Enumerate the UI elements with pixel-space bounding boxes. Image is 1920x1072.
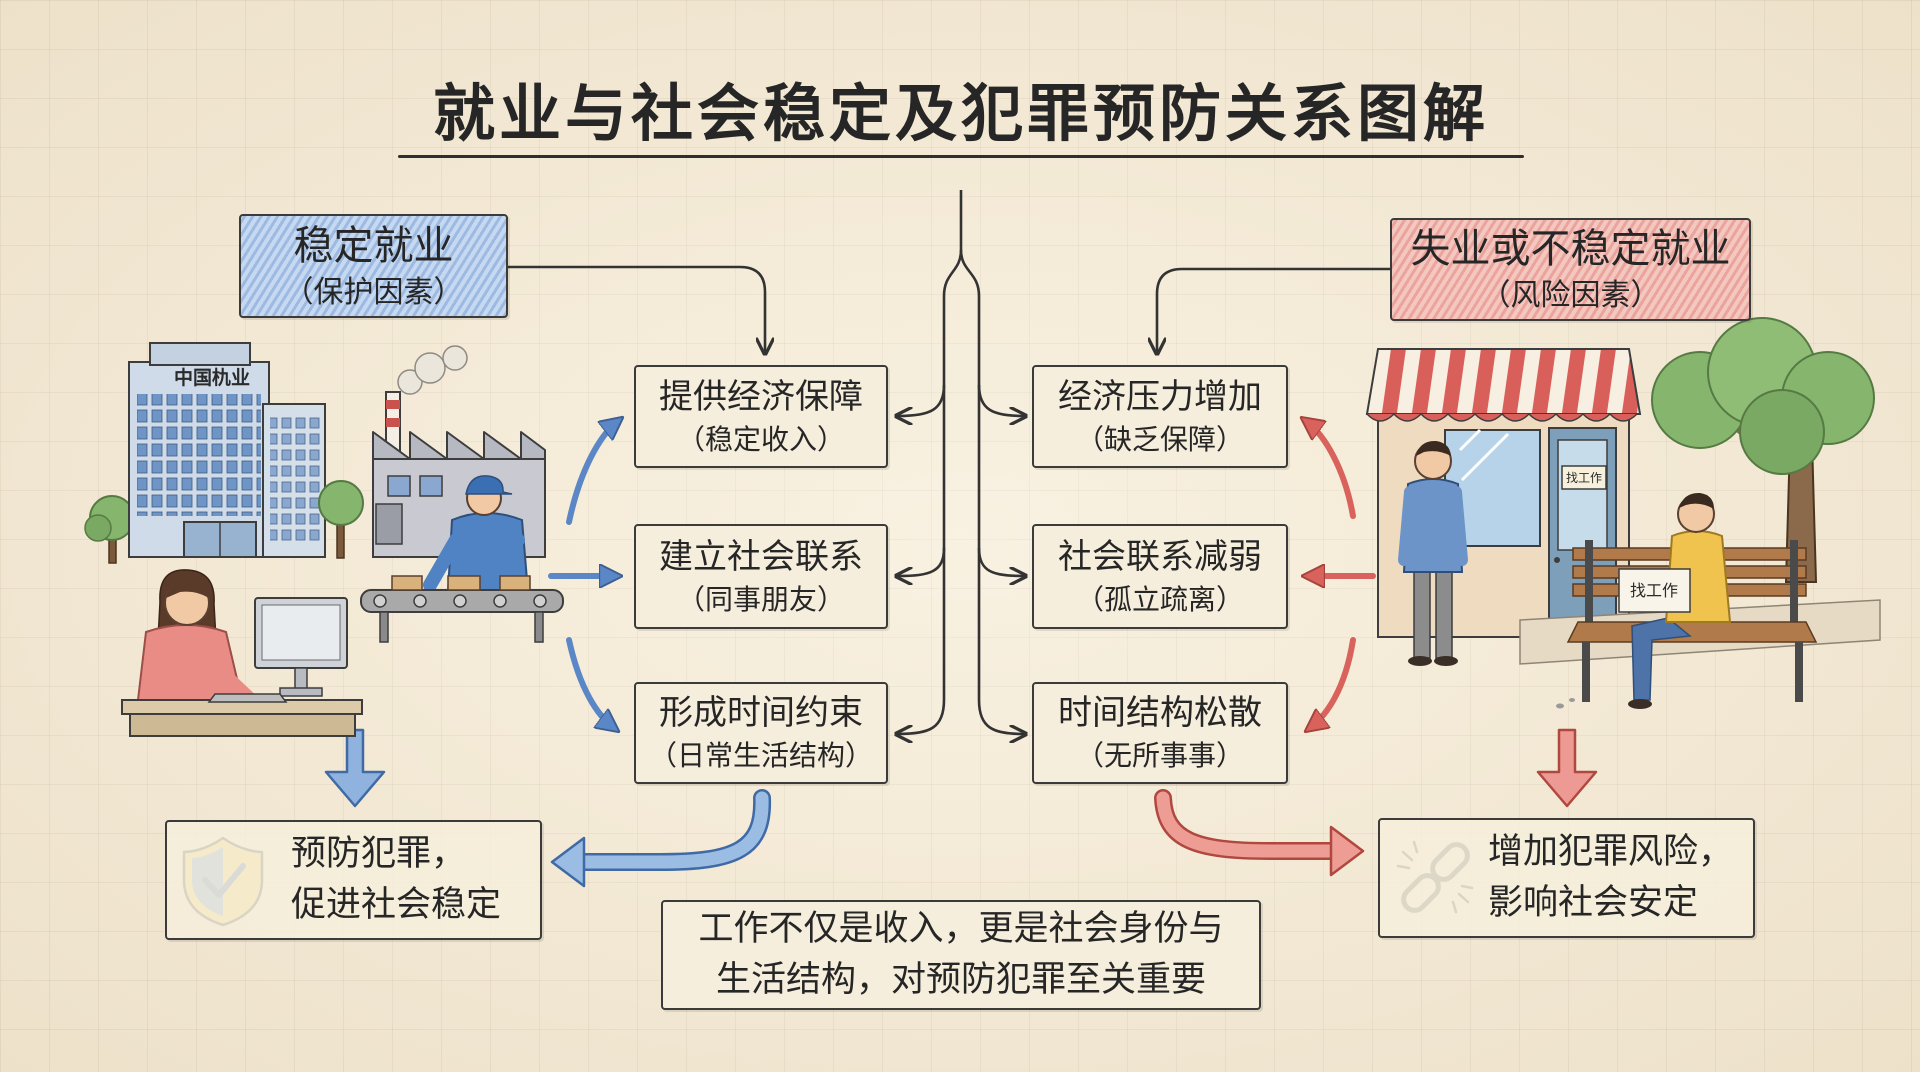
door-sign-text: 找工作 [1566,471,1602,485]
held-sign [1618,568,1691,613]
protective-effect-title: 形成时间约束 [659,693,863,734]
blue-down-arrow [324,728,386,808]
red-down-arrow [1536,728,1598,808]
risk-outcome-box: 增加犯罪风险， 影响社会安定 [1378,818,1755,938]
right-branch-line [959,249,1024,734]
tree-right [1651,317,1875,583]
computer-monitor [207,597,348,703]
protective-effect-subtitle: （同事朋友） [676,582,845,616]
left-branch-arrow-1 [898,384,946,416]
blue-outcome-arrow [550,789,772,888]
risk-effect-title: 时间结构松散 [1058,693,1262,734]
risk-effect-subtitle: （孤立疏离） [1075,582,1244,616]
protective-effect-box-3: 形成时间约束 （日常生活结构） [634,682,888,784]
risk-outcome-line2: 影响社会安定 [1488,883,1699,923]
protective-header-title: 稳定就业 [293,222,454,269]
red-outcome-arrow [1154,789,1365,877]
risk-effect-subtitle: （无所事事） [1075,739,1244,773]
title-underline [398,155,1524,158]
protective-effect-title: 建立社会联系 [659,536,863,577]
protective-effect-box-2: 建立社会联系 （同事朋友） [634,524,888,629]
left-branch-line [898,249,963,734]
unemployed-man-standing [1398,440,1468,666]
shop-awning [1365,348,1642,422]
protective-effect-subtitle: （稳定收入） [676,422,845,456]
summary-box: 工作不仅是收入，更是社会身份与 生活结构，对预防犯罪至关重要 [661,900,1261,1010]
protective-header-connector [508,265,765,352]
red-arrow-to-effect-1 [1306,421,1356,519]
woman-at-computer [121,569,363,737]
summary-line2: 生活结构，对预防犯罪至关重要 [715,960,1206,1000]
risk-effect-subtitle: （缺乏保障） [1075,422,1244,456]
protective-outcome-box: 预防犯罪， 促进社会稳定 [165,820,542,940]
risk-header-title: 失业或不稳定就业 [1410,226,1731,273]
risk-effect-box-1: 经济压力增加 （缺乏保障） [1032,365,1288,468]
risk-header-connector [1157,267,1390,352]
left-branch-arrow-2 [898,547,946,576]
job-seeker-sitting: 找工作 [1556,492,1732,709]
tree-left-small [84,495,135,564]
protective-effect-subtitle: （日常生活结构） [648,739,873,773]
risk-effect-title: 经济压力增加 [1058,376,1262,417]
held-sign-text: 找工作 [1630,581,1678,600]
protective-factor-header: 稳定就业 （保护因素） [239,214,508,318]
conveyor-belt [360,575,564,643]
office-building: 中国朹业 [128,342,270,558]
page-title: 就业与社会稳定及犯罪预防关系图解 [432,77,1489,150]
red-arrow-to-effect-3 [1310,637,1356,728]
protective-effect-box-1: 提供经济保障 （稳定收入） [634,365,888,468]
summary-line1: 工作不仅是收入，更是社会身份与 [698,909,1224,950]
risk-effect-box-2: 社会联系减弱 （孤立疏离） [1032,524,1288,629]
risk-effect-title: 社会联系减弱 [1058,536,1262,577]
protective-outcome-line2: 促进社会稳定 [291,885,502,925]
side-building [262,403,326,558]
risk-outcome-line1: 增加犯罪风险， [1488,832,1734,873]
right-branch-arrow-1 [977,384,1024,416]
protective-header-subtitle: （保护因素） [283,274,464,310]
tree-near-factory [318,480,364,559]
door-sign [1561,465,1607,490]
blue-arrow-to-effect-1 [566,421,618,525]
risk-factor-header: 失业或不稳定就业 （风险因素） [1390,218,1751,321]
protective-outcome-line1: 预防犯罪， [291,834,467,875]
building-sign-text: 中国朹业 [174,366,250,389]
risk-effect-box-3: 时间结构松散 （无所事事） [1032,682,1288,784]
protective-effect-title: 提供经济保障 [659,376,863,417]
risk-header-subtitle: （风险因素） [1480,278,1661,314]
right-branch-arrow-2 [977,547,1024,576]
blue-arrow-to-effect-3 [566,637,614,728]
